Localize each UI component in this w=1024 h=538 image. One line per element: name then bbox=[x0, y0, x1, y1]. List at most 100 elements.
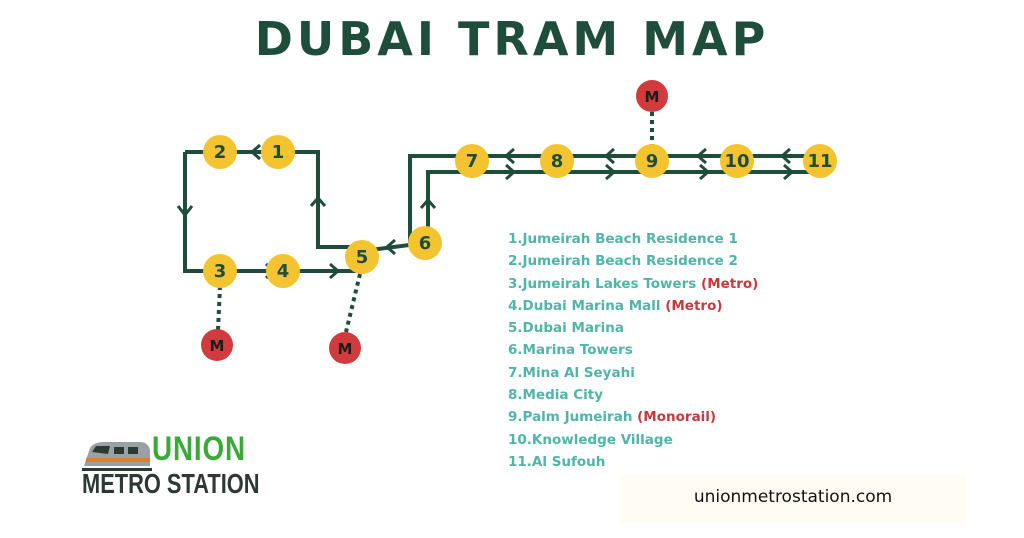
legend-item: 6.Marina Towers bbox=[508, 339, 758, 361]
arrow-icon bbox=[249, 143, 261, 161]
legend-item: 2.Jumeirah Beach Residence 2 bbox=[508, 250, 758, 272]
arrow-icon bbox=[309, 195, 327, 207]
metro-interchanges: M M M bbox=[201, 80, 668, 364]
station-marker[interactable] bbox=[345, 240, 379, 274]
legend-index: 4. bbox=[508, 297, 523, 314]
legend-station-name: Dubai Marina Mall bbox=[522, 297, 661, 314]
legend-index: 10. bbox=[508, 431, 532, 448]
legend-item: 8.Media City bbox=[508, 384, 758, 406]
station-marker[interactable] bbox=[540, 144, 574, 178]
legend-station-name: Jumeirah Beach Residence 2 bbox=[522, 253, 738, 270]
arrow-icon bbox=[699, 163, 711, 181]
station-number: 3 bbox=[214, 261, 227, 282]
legend-interchange-tag: (Monorail) bbox=[637, 409, 717, 426]
station-number: 5 bbox=[356, 247, 369, 268]
legend-station-name: Media City bbox=[522, 387, 604, 404]
arrow-icon bbox=[419, 197, 437, 209]
station-number: 6 bbox=[419, 233, 432, 254]
station-5[interactable]: 5 bbox=[345, 240, 379, 274]
arrow-icon bbox=[605, 163, 617, 181]
station-9[interactable]: 9 bbox=[635, 144, 669, 178]
legend-interchange-tag: (Metro) bbox=[701, 275, 759, 292]
legend-index: 11. bbox=[508, 453, 532, 470]
legend-station-name: Palm Jumeirah bbox=[522, 409, 633, 426]
station-number: 7 bbox=[466, 151, 479, 172]
station-number: 11 bbox=[807, 151, 832, 172]
legend-item: 5.Dubai Marina bbox=[508, 317, 758, 339]
legend-item: 7.Mina Al Seyahi bbox=[508, 362, 758, 384]
station-3[interactable]: 3 bbox=[203, 254, 237, 288]
station-number: 8 bbox=[551, 151, 564, 172]
station-number: 10 bbox=[724, 151, 749, 172]
legend-interchange-tag: (Metro) bbox=[665, 297, 723, 314]
legend-station-name: Knowledge Village bbox=[531, 431, 673, 448]
website-box: unionmetrostation.com bbox=[620, 475, 966, 523]
arrow-icon bbox=[695, 147, 707, 165]
legend-item: 11.Al Sufouh bbox=[508, 451, 758, 473]
legend-station-name: Mina Al Seyahi bbox=[522, 364, 635, 381]
union-metro-station-logo: UNION METRO STATION bbox=[80, 430, 280, 502]
track-main-lower bbox=[426, 170, 822, 243]
track-main-upper bbox=[408, 154, 822, 243]
station-8[interactable]: 8 bbox=[540, 144, 574, 178]
station-marker[interactable] bbox=[203, 135, 237, 169]
station-marker[interactable] bbox=[720, 144, 754, 178]
legend-index: 7. bbox=[508, 364, 523, 381]
legend-station-name: Dubai Marina bbox=[522, 320, 624, 337]
legend-station-name: Jumeirah Lakes Towers bbox=[522, 275, 697, 292]
arrow-icon bbox=[783, 163, 795, 181]
station-marker[interactable] bbox=[266, 254, 300, 288]
legend-index: 5. bbox=[508, 320, 523, 337]
station-number: 1 bbox=[272, 142, 285, 163]
train-icon bbox=[82, 442, 152, 471]
station-4[interactable]: 4 bbox=[266, 254, 300, 288]
legend-index: 6. bbox=[508, 342, 523, 359]
station-marker[interactable] bbox=[408, 226, 442, 260]
logo-text-union: UNION bbox=[152, 430, 246, 468]
legend-index: 3. bbox=[508, 275, 523, 292]
arrow-icon bbox=[384, 238, 396, 256]
station-6[interactable]: 6 bbox=[408, 226, 442, 260]
arrow-icon bbox=[603, 147, 615, 165]
station-2[interactable]: 2 bbox=[203, 135, 237, 169]
map-title: DUBAI TRAM MAP bbox=[254, 12, 770, 66]
legend-item: 1.Jumeirah Beach Residence 1 bbox=[508, 228, 758, 250]
website-url[interactable]: unionmetrostation.com bbox=[693, 487, 893, 507]
station-10[interactable]: 10 bbox=[720, 144, 754, 178]
arrow-icon bbox=[176, 205, 194, 218]
arrow-icon bbox=[503, 147, 515, 165]
connector-5-metro bbox=[344, 273, 362, 333]
interchange-label: M bbox=[338, 340, 353, 358]
station-marker[interactable] bbox=[635, 144, 669, 178]
arrow-icon bbox=[329, 262, 341, 280]
station-marker[interactable] bbox=[455, 144, 489, 178]
station-marker[interactable] bbox=[803, 144, 837, 178]
interchange-label: M bbox=[645, 88, 660, 106]
station-number: 9 bbox=[646, 151, 659, 172]
legend-item: 4.Dubai Marina Mall (Metro) bbox=[508, 295, 758, 317]
metro-interchange-icon[interactable]: M bbox=[636, 80, 668, 112]
station-7[interactable]: 7 bbox=[455, 144, 489, 178]
station-11[interactable]: 11 bbox=[803, 144, 837, 178]
metro-interchange-icon[interactable]: M bbox=[329, 332, 361, 364]
legend-index: 9. bbox=[508, 409, 523, 426]
legend-item: 10.Knowledge Village bbox=[508, 429, 758, 451]
interchange-connectors bbox=[216, 112, 654, 333]
station-number: 4 bbox=[277, 261, 290, 282]
arrow-icon bbox=[505, 163, 517, 181]
legend-station-name: Marina Towers bbox=[522, 342, 633, 359]
legend-station-name: Al Sufouh bbox=[531, 453, 606, 470]
station-1[interactable]: 1 bbox=[261, 135, 295, 169]
track-loop-outer bbox=[183, 152, 362, 273]
legend-item: 3.Jumeirah Lakes Towers (Metro) bbox=[508, 273, 758, 295]
connector-3-metro bbox=[216, 285, 222, 331]
metro-interchange-icon[interactable]: M bbox=[201, 329, 233, 361]
station-marker[interactable] bbox=[203, 254, 237, 288]
legend-station-name: Jumeirah Beach Residence 1 bbox=[522, 231, 738, 247]
station-number: 2 bbox=[214, 142, 227, 163]
legend-index: 2. bbox=[508, 253, 523, 270]
station-marker[interactable] bbox=[261, 135, 295, 169]
legend-index: 1. bbox=[508, 231, 523, 247]
